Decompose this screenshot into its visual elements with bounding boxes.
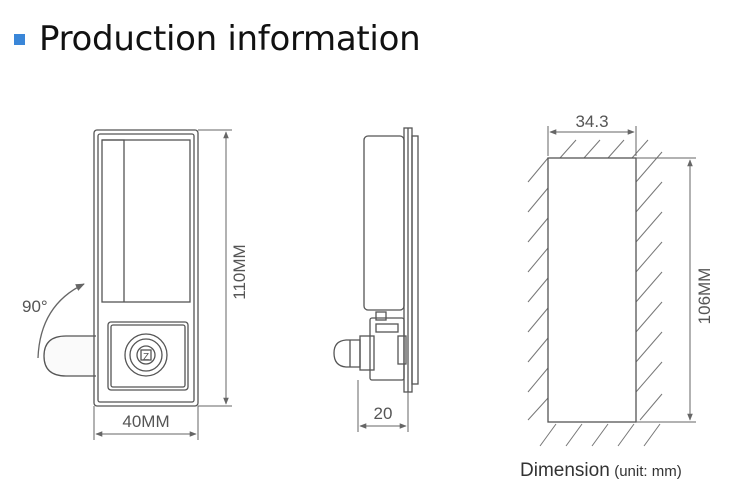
cutout-view bbox=[527, 139, 663, 447]
front-width-dimension bbox=[93, 406, 199, 440]
front-top-panel bbox=[101, 139, 191, 303]
cutout-width-dimension bbox=[547, 126, 637, 156]
side-cam-block bbox=[369, 317, 405, 381]
hatch-top bbox=[559, 139, 649, 159]
front-body-inner bbox=[97, 133, 195, 403]
caption-unit: (unit: mm) bbox=[614, 463, 682, 480]
cutout-height-dimension bbox=[636, 157, 696, 423]
side-knob bbox=[333, 339, 361, 368]
front-handle bbox=[43, 335, 96, 377]
hatch-right bbox=[635, 151, 663, 421]
title-bullet-icon bbox=[14, 33, 25, 45]
page-title: Production information bbox=[39, 19, 421, 59]
side-depth-label: 20 bbox=[374, 404, 393, 423]
rotation-arrow-icon bbox=[37, 283, 85, 359]
cutout-rect bbox=[547, 157, 637, 423]
angle-label: 90° bbox=[22, 297, 48, 316]
front-height-dimension bbox=[198, 129, 232, 407]
dimension-caption: Dimension (unit: mm) bbox=[520, 460, 682, 482]
side-depth-dimension bbox=[357, 380, 409, 432]
svg-text:Z: Z bbox=[143, 352, 149, 363]
caption-main: Dimension bbox=[520, 460, 610, 481]
header: Production information bbox=[14, 14, 421, 64]
front-view: Z bbox=[43, 129, 199, 407]
side-view bbox=[333, 127, 419, 393]
front-inner-step bbox=[102, 139, 125, 302]
hatch-bottom bbox=[539, 423, 661, 447]
hatch-left bbox=[527, 157, 549, 421]
key-cylinder-icon bbox=[124, 333, 168, 377]
side-body bbox=[363, 135, 405, 311]
front-height-label: 110MM bbox=[230, 244, 249, 299]
front-width-label: 40MM bbox=[122, 412, 169, 431]
front-body-outer bbox=[93, 129, 199, 407]
front-lock-housing bbox=[107, 321, 189, 391]
cutout-height-label: 106MM bbox=[695, 268, 714, 325]
cutout-width-label: 34.3 bbox=[575, 112, 608, 131]
